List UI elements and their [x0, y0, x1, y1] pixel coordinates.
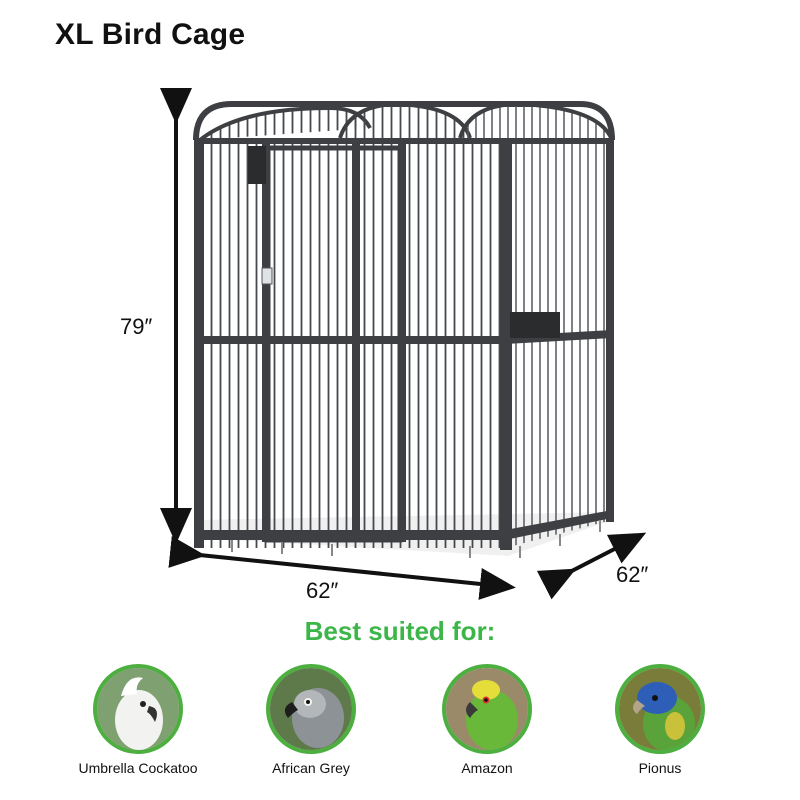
african-grey-photo-icon: [266, 664, 356, 754]
bird-item-umbrella-cockatoo: Umbrella Cockatoo: [63, 664, 213, 776]
pionus-photo-icon: [615, 664, 705, 754]
depth-dimension-label: 62″: [616, 562, 649, 587]
bird-item-amazon: Amazon: [412, 664, 562, 776]
width-dimension-label: 62″: [306, 578, 339, 603]
amazon-parrot-photo-icon: [442, 664, 532, 754]
bird-item-pionus: Pionus: [585, 664, 735, 776]
depth-arrow: [536, 532, 647, 600]
height-dimension-label: 79″: [120, 314, 153, 339]
bird-name-label: Pionus: [638, 760, 682, 776]
bird-cage-illustration: [160, 88, 647, 600]
width-arrow: [168, 536, 516, 600]
bird-name-label: Umbrella Cockatoo: [78, 760, 198, 776]
bird-name-label: African Grey: [272, 760, 350, 776]
page-title: XL Bird Cage: [55, 18, 246, 51]
cockatoo-photo-icon: [93, 664, 183, 754]
bird-item-african-grey: African Grey: [236, 664, 386, 776]
best-suited-heading: Best suited for:: [304, 616, 496, 646]
bird-name-label: Amazon: [461, 760, 513, 776]
